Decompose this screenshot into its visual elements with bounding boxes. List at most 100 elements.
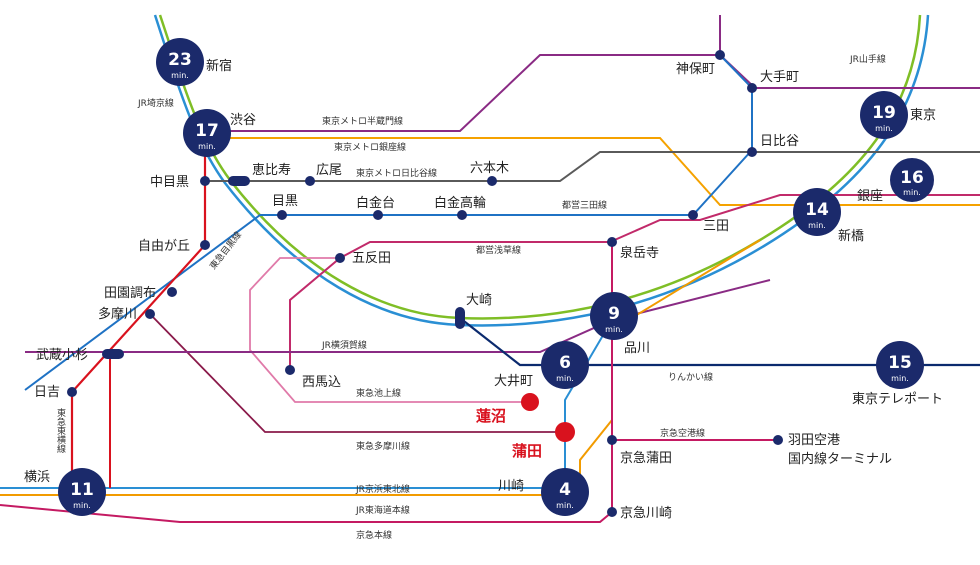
label-tamagawa: 多摩川 xyxy=(98,306,137,322)
yokosuka-line xyxy=(25,279,771,353)
svg-text:11: 11 xyxy=(70,480,94,500)
shirokanedai-dot xyxy=(373,210,383,220)
keikyu-line xyxy=(0,245,613,523)
mita-dot xyxy=(688,210,698,220)
svg-text:4: 4 xyxy=(559,480,571,500)
hibiya-line xyxy=(205,151,980,182)
label-keikyukawasaki: 京急川崎 xyxy=(620,506,672,521)
meguro-dot xyxy=(277,210,287,220)
line-tamagawa: 東急多摩川線 xyxy=(356,440,410,452)
badge-shibuya: 17 min. xyxy=(183,109,231,157)
hibiya-dot xyxy=(747,147,757,157)
nakameguro-dot xyxy=(200,176,210,186)
keihintohoku-line xyxy=(0,319,613,489)
ikegami-line xyxy=(249,257,530,403)
label-shinagawa: 品川 xyxy=(624,341,650,356)
label-ginza: 銀座 xyxy=(857,189,883,204)
label-shibuya: 渋谷 xyxy=(230,113,256,128)
label-otemachi: 大手町 xyxy=(760,70,799,85)
keikyukamata-dot xyxy=(607,435,617,445)
svg-text:min.: min. xyxy=(903,188,921,197)
badge-tokyo: 19 min. xyxy=(860,91,908,139)
label-mita: 三田 xyxy=(703,219,729,234)
line-hibiya: 東京メトロ日比谷線 xyxy=(356,167,437,179)
svg-text:min.: min. xyxy=(198,142,216,151)
toyoko-line xyxy=(70,131,207,480)
roppongi-dot xyxy=(487,176,497,186)
svg-text:15: 15 xyxy=(888,353,912,373)
label-shinjuku: 新宿 xyxy=(206,58,232,74)
shirokanetakanawa-dot xyxy=(457,210,467,220)
label-kawasaki: 川崎 xyxy=(498,479,524,494)
svg-text:min.: min. xyxy=(808,221,826,230)
sengakuji-dot xyxy=(607,237,617,247)
hiyoshi-dot xyxy=(67,387,77,397)
svg-text:9: 9 xyxy=(608,304,620,324)
svg-text:min.: min. xyxy=(891,374,909,383)
svg-text:14: 14 xyxy=(805,200,829,220)
label-osaki: 大崎 xyxy=(466,293,492,308)
line-toyoko: 東急東横線 xyxy=(55,407,66,453)
label-shirokanetakanawa: 白金高輪 xyxy=(434,195,486,211)
label-shirokanedai: 白金台 xyxy=(356,195,395,211)
jimbocho-dot xyxy=(715,50,725,60)
label-hibiya: 日比谷 xyxy=(760,134,799,149)
label-musashikosugi: 武蔵小杉 xyxy=(36,348,88,363)
mita-line xyxy=(24,54,753,391)
label-tokyo: 東京 xyxy=(910,107,936,123)
line-mita: 都営三田線 xyxy=(562,199,607,211)
label-jimbocho: 神保町 xyxy=(676,62,715,77)
tamagawa-line xyxy=(149,313,565,433)
line-yokosuka: JR横須賀線 xyxy=(321,339,367,351)
line-saikyo: JR埼京線 xyxy=(137,97,174,109)
rinkai-line xyxy=(459,317,980,367)
hanzomon-line xyxy=(205,54,980,132)
line-ginza: 東京メトロ銀座線 xyxy=(334,141,406,153)
badge-oimachi: 6 min. xyxy=(541,341,589,389)
denenchofu-dot xyxy=(167,287,177,297)
svg-text:6: 6 xyxy=(559,353,571,373)
label-shinbashi: 新橋 xyxy=(838,228,864,244)
label-gotanda: 五反田 xyxy=(352,251,391,266)
otemachi-dot xyxy=(747,83,757,93)
gotanda-dot xyxy=(335,253,345,263)
kamata-dot xyxy=(555,422,575,442)
label-oimachi: 大井町 xyxy=(494,374,533,389)
line-asakusa: 都営浅草線 xyxy=(476,244,521,256)
musashikosugi-dot xyxy=(102,349,124,359)
label-keikyukamata: 京急蒲田 xyxy=(620,451,672,466)
line-keikyu-airport: 京急空港線 xyxy=(660,427,705,439)
svg-text:min.: min. xyxy=(556,374,574,383)
label-sengakuji: 泉岳寺 xyxy=(620,245,659,261)
svg-text:min.: min. xyxy=(171,71,189,80)
yamanote-line-blue xyxy=(153,14,930,327)
label-haneda: 羽田空港 xyxy=(788,433,840,448)
svg-text:min.: min. xyxy=(556,501,574,510)
haneda-dot xyxy=(773,435,783,445)
label-yokohama: 横浜 xyxy=(24,470,50,485)
badge-shinagawa: 9 min. xyxy=(590,292,638,340)
hiroo-dot xyxy=(305,176,315,186)
label-kamata: 蒲田 xyxy=(512,442,542,460)
label-hiroo: 広尾 xyxy=(316,163,342,178)
badge-shinbashi: 14 min. xyxy=(793,188,841,236)
yamanote-line-green xyxy=(158,14,922,320)
badge-kawasaki: 4 min. xyxy=(541,468,589,516)
jiyugaoka-dot xyxy=(200,240,210,250)
line-ikegami: 東急池上線 xyxy=(356,387,401,399)
tamagawa-dot xyxy=(145,309,155,319)
line-yamanote: JR山手線 xyxy=(849,53,886,65)
keikyukawasaki-dot xyxy=(607,507,617,517)
label-hiyoshi: 日吉 xyxy=(34,385,60,400)
label-ebisu: 恵比寿 xyxy=(252,163,291,178)
svg-text:19: 19 xyxy=(872,103,896,123)
svg-text:min.: min. xyxy=(605,325,623,334)
svg-text:16: 16 xyxy=(900,168,924,188)
line-keihintohoku: JR京浜東北線 xyxy=(355,483,410,495)
label-roppongi: 六本木 xyxy=(470,161,509,176)
badge-ginza: 16 min. xyxy=(890,158,934,202)
osaki-dot xyxy=(455,307,465,329)
label-teleport: 東京テレポート xyxy=(852,391,943,407)
